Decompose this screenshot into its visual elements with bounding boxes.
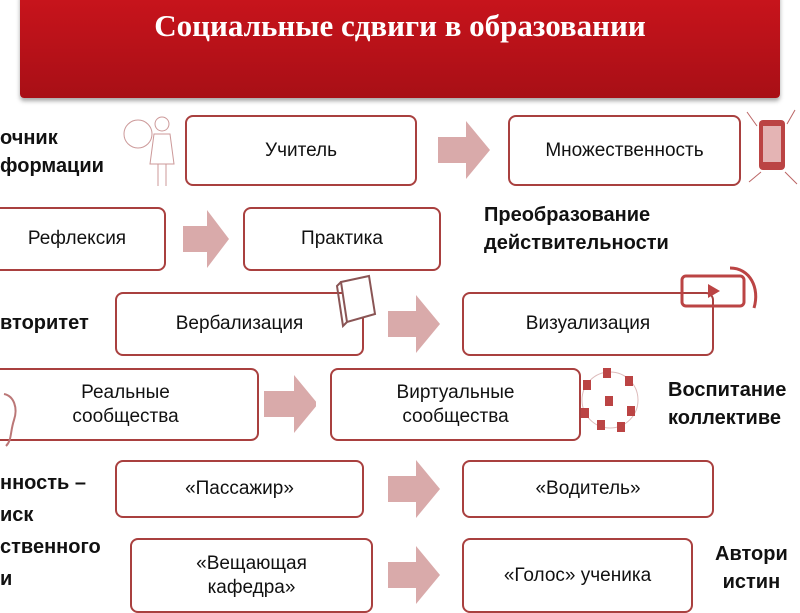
arrow-icon (183, 210, 229, 268)
box-practice: Практика (243, 207, 441, 271)
box-visualization: Визуализация (462, 292, 714, 356)
page-title: Социальные сдвиги в образовании (154, 8, 646, 43)
box-driver: «Водитель» (462, 460, 714, 518)
teacher-illustration-icon (123, 116, 175, 186)
arrow-icon (438, 121, 490, 179)
box-verbalization: Вербализация (115, 292, 364, 356)
figure-illustration-icon (3, 393, 17, 447)
gadgets-illustration-icon (746, 109, 798, 185)
arrow-icon (388, 546, 440, 604)
book-icon (335, 274, 377, 329)
left-label-authority: вторитет (0, 312, 89, 334)
title-banner: Социальные сдвиги в образовании (20, 0, 780, 98)
arrow-icon (388, 460, 440, 518)
smartphone-video-icon (680, 266, 758, 309)
arrow-icon (264, 375, 316, 433)
box-passenger: «Пассажир» (115, 460, 364, 518)
box-student-voice: «Голос» ученика (462, 538, 693, 613)
arrow-icon (388, 295, 440, 353)
box-reflection: Рефлексия (0, 207, 166, 271)
box-teacher: Учитель (185, 115, 417, 186)
network-people-icon (581, 368, 639, 432)
box-multiplicity: Множественность (508, 115, 741, 186)
